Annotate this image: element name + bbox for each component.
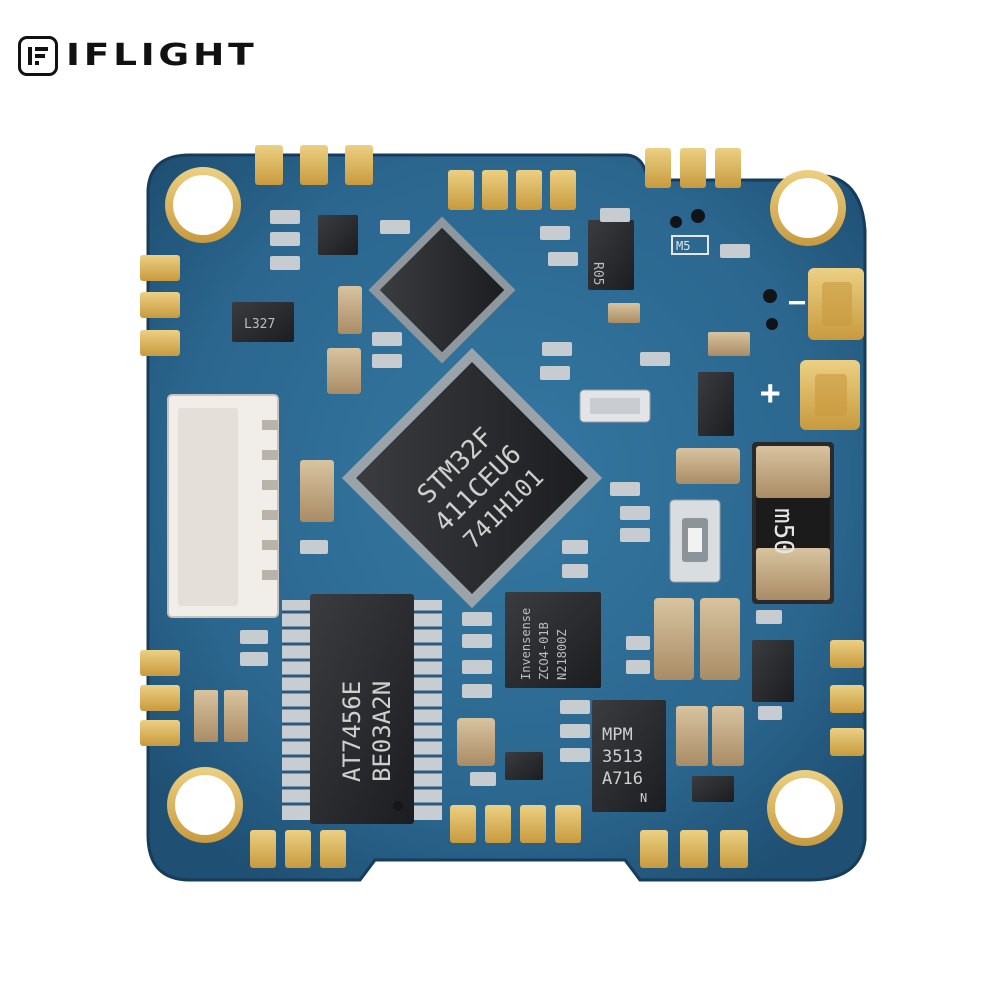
mounting-hole [770, 170, 846, 246]
jst-connector [167, 394, 279, 618]
mounting-hole [767, 770, 843, 846]
mounting-hole [167, 767, 243, 843]
boot-button [669, 499, 721, 583]
battery-negative-pad [808, 268, 864, 340]
imu-chip: Invensense ZCO4-01B N21800Z [505, 592, 601, 688]
bottom-solder-pads [250, 805, 748, 868]
imu-label-line3: N21800Z [555, 629, 569, 680]
top-solder-pads [255, 145, 741, 210]
svg-text:M5: M5 [676, 239, 690, 253]
osd-chip: AT7456E BE03A2N [282, 594, 442, 824]
polarity-minus-label: − [788, 285, 806, 320]
battery-positive-pad [800, 360, 860, 430]
capacitors [194, 286, 750, 766]
brand-logo: IFLIGHT [18, 36, 254, 76]
mounting-hole [165, 167, 241, 243]
brand-logo-text: IFLIGHT [66, 38, 258, 73]
regulator-chip: MPM 3513 A716 N [592, 700, 666, 812]
silkscreen-mark: M5 [671, 235, 709, 255]
regulator-label-line4: N [640, 791, 647, 805]
right-solder-pads [830, 640, 864, 756]
vias [670, 209, 778, 330]
crystal [579, 389, 651, 423]
passive-components [240, 208, 782, 786]
regulator-label-line1: MPM [602, 725, 633, 745]
shunt-label: m50 [768, 508, 798, 555]
imu-label-line2: ZCO4-01B [537, 622, 551, 680]
small-ics [232, 215, 794, 802]
ldo-label: L327 [244, 317, 275, 332]
left-solder-pads [140, 255, 180, 746]
osd-label-line2: BE03A2N [368, 681, 396, 782]
regulator-label-line2: 3513 [602, 747, 643, 767]
current-shunt: m50 [752, 442, 834, 604]
reg-small-label: R05 [590, 262, 605, 285]
iflight-logo-icon [18, 36, 58, 76]
imu-label-line1: Invensense [519, 608, 533, 680]
osd-label-line1: AT7456E [338, 681, 366, 782]
regulator-label-line3: A716 [602, 769, 643, 789]
polarity-plus-label: + [760, 373, 780, 413]
